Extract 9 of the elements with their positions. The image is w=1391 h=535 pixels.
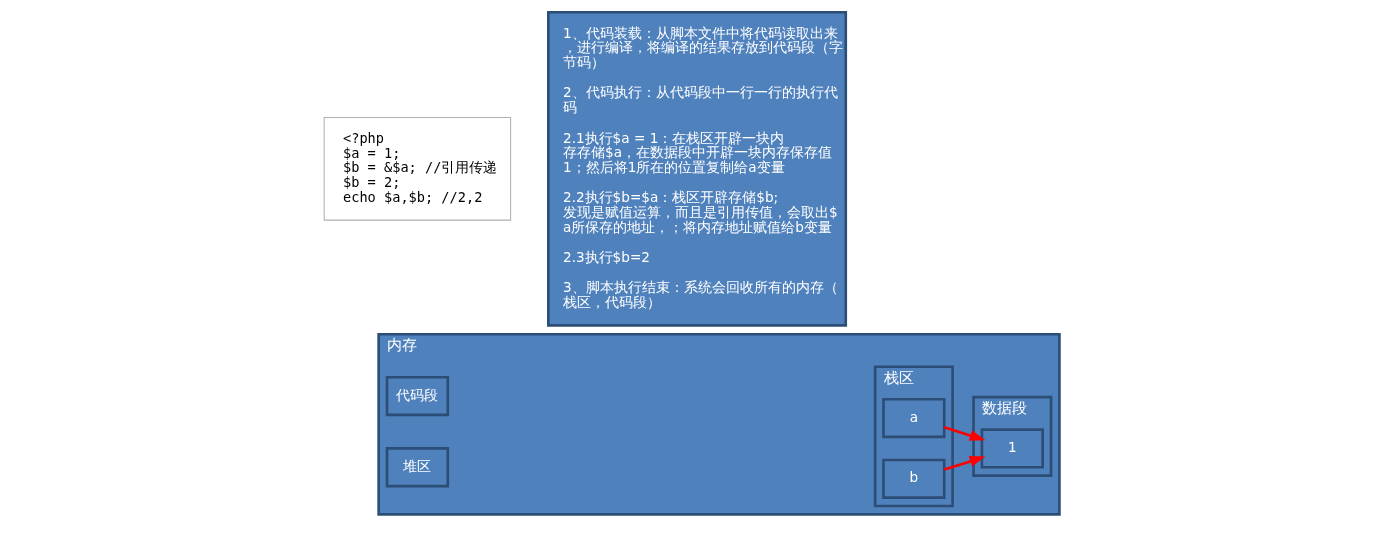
node-box: b — [881, 458, 946, 499]
node-box: <?php $a = 1; $b = &$a; //引用传递 $b = 2; echo $a,$b; //2,2 — [323, 116, 511, 221]
node-box: 堆区 — [385, 447, 449, 488]
node-box: 1、代码装载：从脚本文件中将代码读取出来，进行编译，将编译的结果存放到代码段（字节码） 2、代码执行：从代码段中一行一行的执行代码 2.1执行$a = 1：在栈区开辟一块内存存储$a，在数据段中开辟一块内存保存值1；然后将1所在的位置复制给a变量 2.2执行$b=$a：栈区开辟存储$b;发现是赋值运算，而且是引用传值，会取出$a所保存的地址，；将内存地址赋值给b变量 2.3执行$b=2 3、脚本执行结束：系统会回收所有的内存（栈区，代码段） — [546, 10, 847, 327]
node-box: 1 — [980, 428, 1044, 469]
node-box: 代码段 — [385, 375, 449, 417]
arrow — [943, 456, 985, 471]
node-box: a — [881, 397, 946, 439]
arrow — [943, 426, 985, 441]
